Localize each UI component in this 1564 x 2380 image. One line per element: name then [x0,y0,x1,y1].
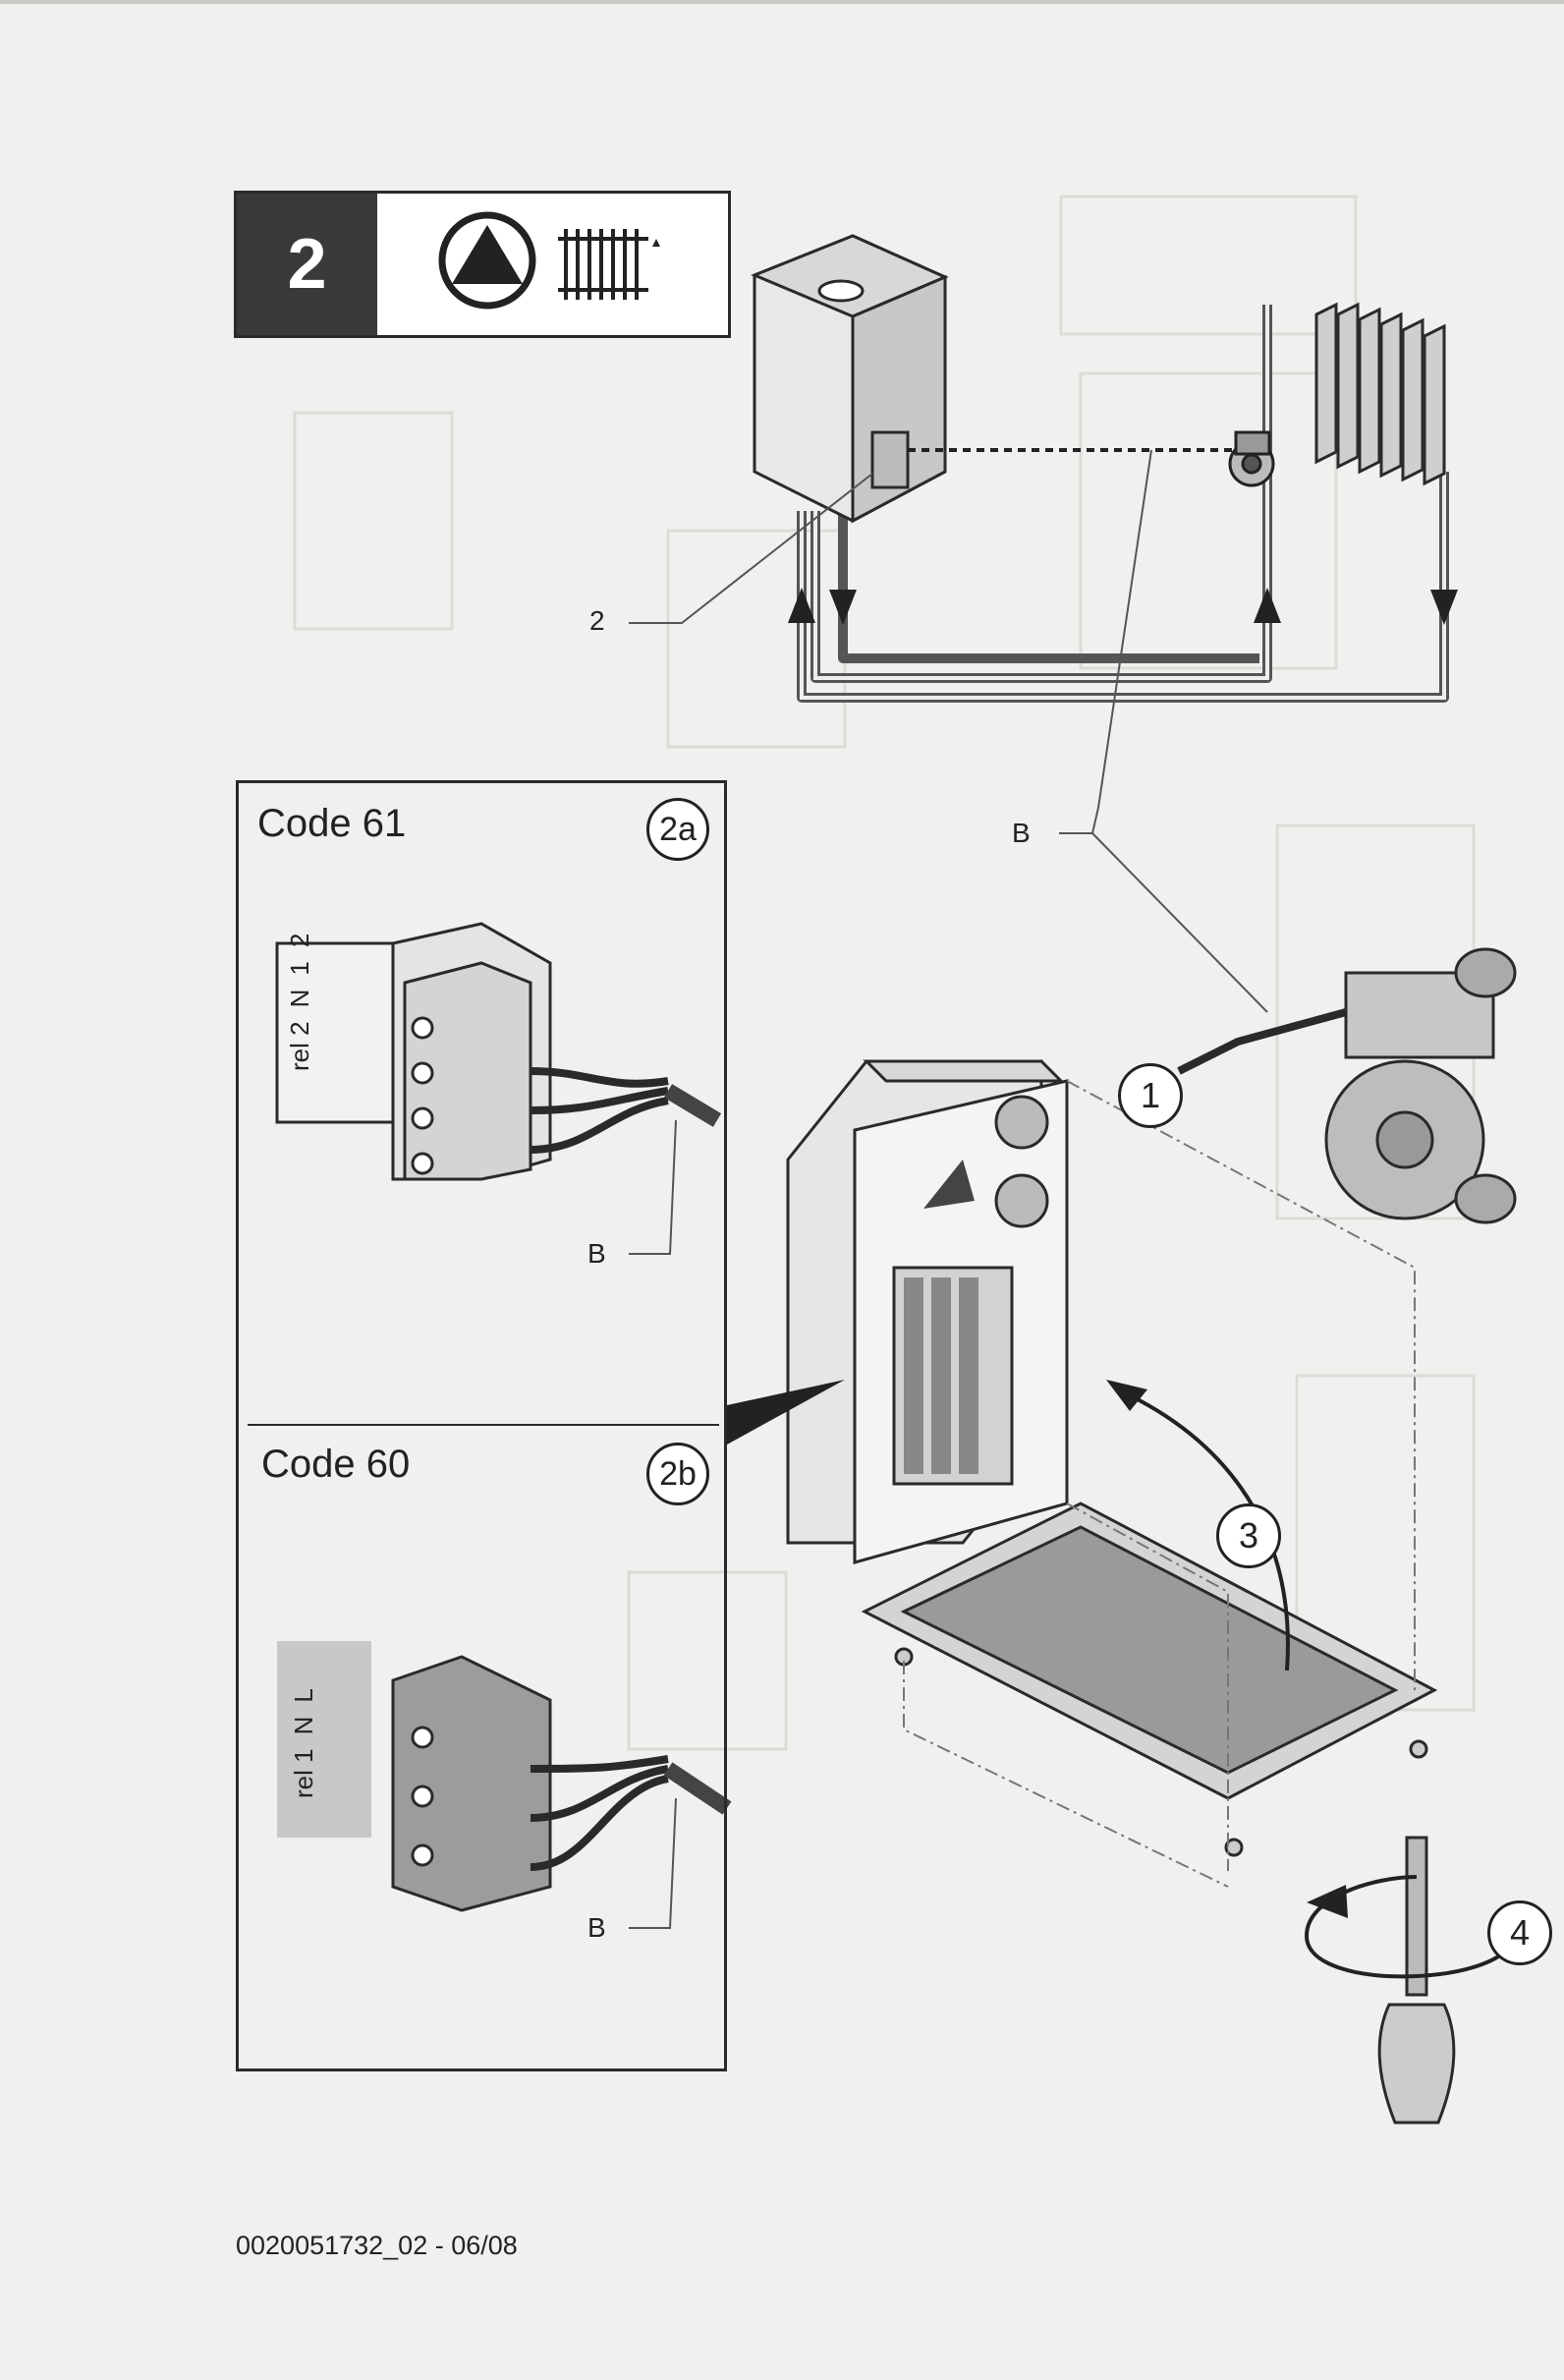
rotate-arrow-4 [1304,1875,1515,1979]
document-code: 0020051732_02 - 06/08 [236,2231,518,2260]
step-badge: 2 [234,191,731,338]
code-60-terminal-labels: rel 1 N L [289,1688,319,1798]
terminal-label: L [289,1688,318,1703]
exploded-outline [903,1080,1416,1888]
diagram-label-b: B [1012,818,1031,848]
code-61-badge: 2a [646,798,709,861]
flow-arrows [788,588,1458,625]
inset-divider [248,1424,719,1426]
pointer-arrow [727,1380,845,1445]
screwdriver [1377,1836,1456,2125]
terminal-label: rel 1 [289,1748,318,1798]
code-60-title: Code 60 [261,1443,411,1486]
callout-step-1: 1 [1118,1063,1183,1128]
connector-60-drawing [277,1641,732,1929]
code-61-title: Code 61 [257,802,407,845]
code-61-label-b: B [587,1238,606,1269]
callout-step-3: 3 [1216,1503,1281,1568]
callout-step-4: 4 [1487,1900,1552,1965]
terminal-label: rel 2 [285,1021,314,1071]
rotate-arrow-4-head [1307,1885,1348,1918]
leader-lines [629,449,1268,1013]
pump-triangle-icon [438,211,536,310]
code-60-label-b: B [587,1912,606,1943]
code-60-badge: 2b [646,1443,709,1505]
step-icons [438,211,660,310]
boiler-unit [751,234,949,524]
curved-arrow-3-head [1106,1380,1147,1411]
radiator-icon [558,229,660,300]
wiring-box-cover [861,1502,1438,1857]
circulation-pump [1177,947,1517,1224]
radiator [1314,302,1446,486]
terminal-label: 2 [285,933,314,948]
code-61-terminal-labels: rel 2 N 1 2 [285,934,315,1071]
connector-61-drawing [275,922,722,1255]
page-top-edge [0,0,1564,4]
terminal-label: N [285,989,314,1008]
wiring-box [786,1059,1069,1564]
step-number: 2 [237,194,377,335]
terminal-label: N [289,1716,318,1735]
curved-arrow-3 [1129,1393,1290,1672]
inset-panel [236,780,727,2071]
circuit-pump [1228,430,1275,487]
diagram-label-2: 2 [589,605,605,636]
terminal-label: 1 [285,961,314,976]
